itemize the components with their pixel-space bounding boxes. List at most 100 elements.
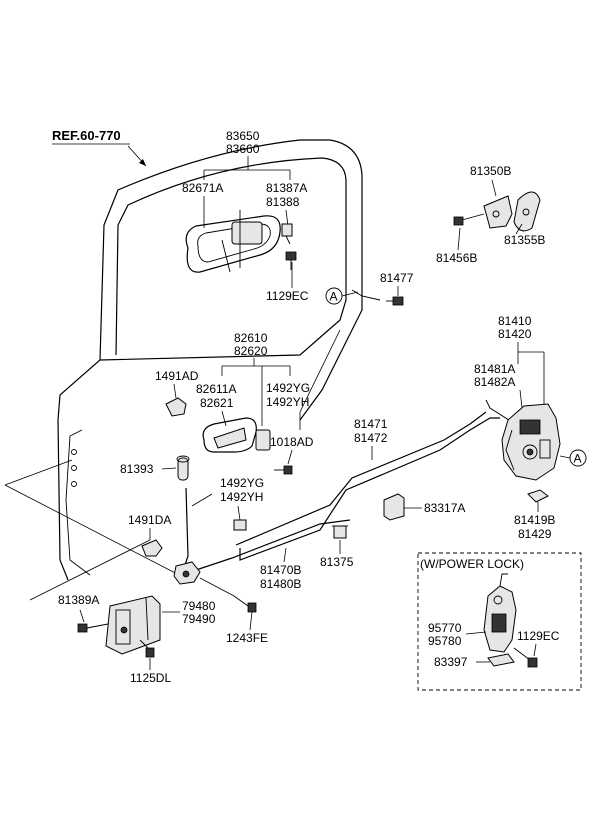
marker-a-upper-leader <box>341 291 359 297</box>
screw-81456B <box>453 213 485 226</box>
striker-shim-81355B <box>513 191 541 232</box>
clip-1491AD <box>165 397 187 417</box>
label-81387A: 81387A <box>266 181 307 195</box>
hinge-guide-line-1 <box>4 484 186 579</box>
label-81471: 81471 <box>354 417 388 431</box>
door-latch-assembly <box>501 403 561 481</box>
bolt-81389A <box>77 623 109 633</box>
label-81420: 81420 <box>498 327 532 341</box>
door-hinge-79480 <box>105 595 161 655</box>
power-lock-inset-title: (W/POWER LOCK) <box>420 557 524 571</box>
leader-95770 <box>465 631 487 635</box>
leader-crank-bolt <box>199 577 235 597</box>
label-81456B: 81456B <box>436 251 477 265</box>
rod-clip-1492YG <box>233 519 247 531</box>
label-83650: 83650 <box>226 129 260 143</box>
power-lock-inset-box <box>417 552 582 691</box>
remote-rod-81471 <box>239 417 500 561</box>
leader-81470B <box>283 547 287 563</box>
remote-rod-81471-outer <box>235 411 487 546</box>
power-lock-actuator <box>483 573 517 653</box>
leader-to-frame <box>299 329 341 413</box>
hinge-guide-line-2 <box>4 459 73 486</box>
label-1491DA: 1491DA <box>128 513 171 527</box>
lock-knob-81393 <box>176 455 190 481</box>
door-hole-3 <box>71 481 77 487</box>
rod-clip-upper <box>351 289 381 301</box>
label-1492YG-b: 1492YG <box>220 476 264 490</box>
screw-1018AD <box>274 465 293 475</box>
label-81480B: 81480B <box>260 577 301 591</box>
ref-arrowhead <box>139 159 146 166</box>
label-1018AD: 1018AD <box>270 435 314 449</box>
label-82671A: 82671A <box>182 181 223 195</box>
door-panel-outline <box>57 139 363 581</box>
label-1125DL: 1125DL <box>130 671 171 685</box>
leader-81389A <box>79 609 85 623</box>
label-1243FE: 1243FE <box>226 631 268 645</box>
door-window-frame <box>99 157 347 361</box>
leader-1492YG-b-rod <box>191 493 213 507</box>
label-81481A: 81481A <box>474 362 515 376</box>
label-81410: 81410 <box>498 314 532 328</box>
label-81470B: 81470B <box>260 563 301 577</box>
label-1129EC: 1129EC <box>266 289 309 303</box>
leader-1129EC-inset <box>533 643 537 657</box>
label-81389A: 81389A <box>58 593 99 607</box>
screw-81477 <box>386 296 404 306</box>
handle-screw-81388 <box>281 223 293 245</box>
leader-81393 <box>161 467 177 470</box>
clip-1491DA <box>141 539 163 557</box>
cover-83317A <box>383 493 405 521</box>
rod-81470B <box>195 519 351 571</box>
leader-1491AD <box>173 383 177 399</box>
latch-rod-hook <box>485 399 513 423</box>
label-83660: 83660 <box>226 142 260 156</box>
inside-handle-part <box>202 417 271 453</box>
label-79490: 79490 <box>182 612 216 626</box>
label-79480: 79480 <box>182 599 216 613</box>
bell-crank-part <box>173 561 201 585</box>
ref-label: REF.60-770 <box>52 128 121 143</box>
label-81350B: 81350B <box>470 164 511 178</box>
label-81388: 81388 <box>266 195 300 209</box>
door-inner-edge <box>65 429 91 576</box>
label-1492YG-a: 1492YG <box>266 381 310 395</box>
bolt-1125DL <box>139 639 155 658</box>
label-1492YH-a: 1492YH <box>266 395 309 409</box>
label-81472: 81472 <box>354 431 388 445</box>
label-83397: 83397 <box>434 655 468 669</box>
leader-81456B <box>457 227 461 251</box>
leader-81355B <box>515 223 523 235</box>
label-82620: 82620 <box>234 344 268 358</box>
leader-81481A <box>519 389 523 409</box>
label-81375: 81375 <box>320 555 354 569</box>
hinge-guide-line-3 <box>29 539 151 601</box>
label-82610: 82610 <box>234 331 268 345</box>
marker-a-upper: A <box>330 290 338 304</box>
label-81482A: 81482A <box>474 375 515 389</box>
label-1492YH-b: 1492YH <box>220 490 263 504</box>
leader-82611A <box>221 410 227 427</box>
marker-a-lower-leader <box>559 455 571 459</box>
label-82621: 82621 <box>200 396 234 410</box>
bolt-1243FE <box>233 595 257 613</box>
leader-1243FE <box>249 611 253 631</box>
door-hole-2 <box>71 465 77 471</box>
label-81393: 81393 <box>120 462 154 476</box>
label-82611A: 82611A <box>196 382 236 396</box>
marker-a-lower: A <box>574 452 582 466</box>
gasket-83397 <box>487 653 515 667</box>
label-1129EC-inset: 1129EC <box>517 629 560 643</box>
lock-rod <box>183 487 189 569</box>
label-83317A: 83317A <box>424 501 465 515</box>
bolt-1129EC <box>285 251 297 270</box>
clip-81375 <box>332 525 348 539</box>
label-1491AD: 1491AD <box>155 369 199 383</box>
label-81429: 81429 <box>518 527 552 541</box>
leader-81350B <box>491 179 497 197</box>
bolt-1129EC-inset <box>513 647 538 668</box>
label-81355B: 81355B <box>504 233 545 247</box>
leader-1018AD <box>287 449 293 465</box>
